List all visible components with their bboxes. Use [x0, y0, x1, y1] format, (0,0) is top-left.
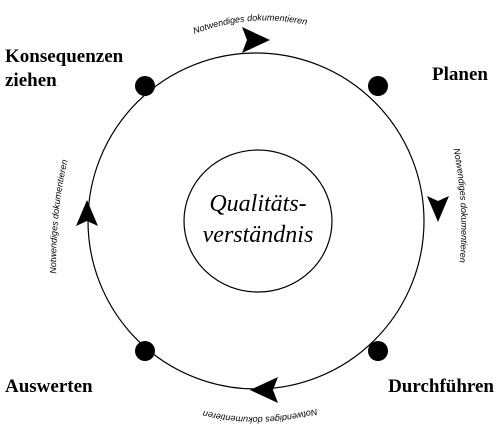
arrow-top-icon	[242, 27, 270, 53]
note-right: Notwendiges dokumentieren	[452, 147, 470, 263]
note-bottom-text: Notwendiges dokumentieren	[202, 407, 319, 425]
arrow-bottom-icon	[250, 377, 278, 403]
arrow-left-icon	[76, 200, 98, 226]
phase-act-line2: ziehen	[5, 70, 57, 91]
note-left: Notwendiges dokumentieren	[48, 158, 69, 273]
node-do	[368, 341, 388, 361]
phase-plan: Planen	[432, 64, 488, 85]
center-label-line2: verständnis	[203, 222, 314, 248]
center-label-line1: Qualitäts-	[209, 191, 306, 217]
node-plan	[368, 76, 388, 96]
note-right-text: Notwendiges dokumentieren	[452, 147, 470, 263]
cycle-ring	[87, 52, 425, 390]
arrow-right-icon	[427, 196, 449, 222]
node-act	[135, 76, 155, 96]
phase-check: Auswerten	[5, 376, 93, 397]
note-bottom: Notwendiges dokumentieren	[202, 407, 319, 425]
node-check	[135, 341, 155, 361]
phase-act-line1: Konsequenzen	[5, 46, 124, 67]
phase-do: Durchführen	[388, 376, 494, 397]
note-left-text: Notwendiges dokumentieren	[48, 158, 69, 273]
center-circle	[183, 149, 333, 293]
